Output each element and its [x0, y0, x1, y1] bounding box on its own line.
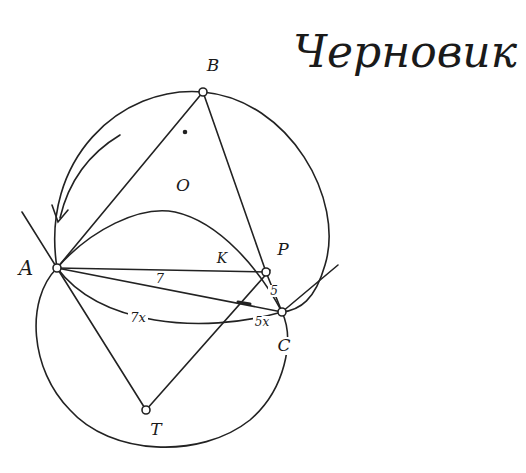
line-ac — [57, 268, 282, 312]
point-label: P — [275, 241, 290, 259]
arc-arrow — [60, 135, 120, 218]
segment-label: 5x — [253, 316, 271, 329]
arrow-head — [52, 205, 68, 222]
tangent-c — [282, 265, 338, 312]
segment-mark — [238, 302, 250, 304]
line-ab — [57, 92, 203, 268]
line-bc — [203, 92, 282, 312]
line-tp — [146, 270, 270, 410]
segment-label: 7 — [154, 272, 166, 286]
segment-label: 7x — [128, 311, 148, 325]
point-label: T — [148, 421, 163, 439]
point-label: O — [174, 177, 192, 195]
point-label: C — [275, 337, 292, 355]
segment-label: K — [215, 251, 229, 266]
point-label: B — [205, 57, 222, 75]
segment-label: 5 — [268, 285, 280, 298]
title-note: Черновик — [291, 29, 519, 75]
point-label: A — [17, 258, 35, 279]
circumcircle — [55, 92, 329, 312]
upper-arc — [57, 211, 282, 312]
